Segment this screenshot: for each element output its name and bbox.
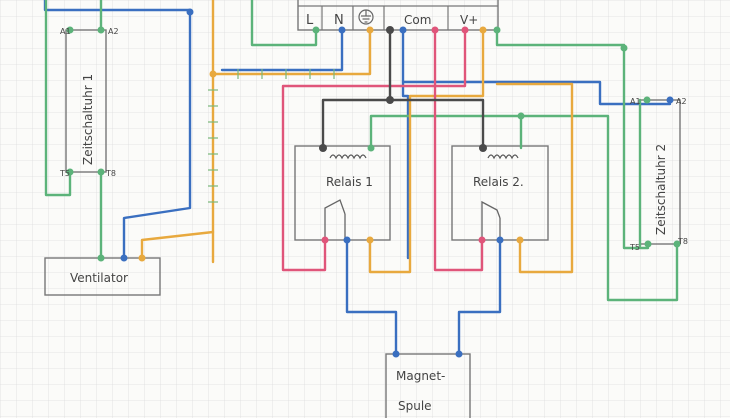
labels: L N Com V+ A1 A2 T5 T8 Zeitschaltuhr 1 A…: [59, 13, 688, 413]
relay1-coil-icon: [329, 154, 367, 160]
timer2-a2-label: A2: [676, 97, 687, 106]
timer2-t5-label: T5: [629, 243, 640, 252]
coil-label-line1: Magnet-: [396, 369, 445, 383]
coil-label-line2: Spule: [398, 399, 432, 413]
relay2-label: Relais 2.: [473, 175, 524, 189]
timer1-box: [65, 29, 107, 173]
coil-box: [385, 353, 471, 418]
wires: [43, 0, 679, 356]
relay2-coil-icon: [487, 154, 519, 160]
junction-dots: [66, 8, 681, 358]
terminal-label-l: L: [306, 13, 314, 28]
timer1-t8-label: T8: [105, 169, 116, 178]
fan-label: Ventilator: [70, 271, 128, 285]
terminal-label-vplus: V+: [460, 13, 478, 27]
timer2-t8-label: T8: [677, 237, 688, 246]
wires-red: [281, 28, 484, 272]
timer1-label: Zeitschaltuhr 1: [81, 74, 95, 165]
relay1-box: [294, 145, 391, 241]
ground-icon: [358, 9, 374, 25]
timer1-t5-label: T5: [59, 169, 70, 178]
terminal-label-com: Com: [404, 13, 431, 27]
relay2-switch-icon: [481, 200, 501, 240]
relay1-switch-icon: [324, 199, 346, 240]
terminal-label-n: N: [334, 13, 344, 28]
wires-dark: [321, 28, 485, 150]
timer2-label: Zeitschaltuhr 2: [654, 144, 668, 235]
terminal-strip: [297, 0, 499, 31]
timer1-a2-label: A2: [108, 27, 119, 36]
timer1-a1-label: A1: [60, 27, 71, 36]
tick-marks: [208, 69, 335, 203]
relay1-label: Relais 1: [326, 175, 373, 189]
wires-orange: [140, 0, 574, 274]
timer2-a1-label: A1: [630, 97, 641, 106]
